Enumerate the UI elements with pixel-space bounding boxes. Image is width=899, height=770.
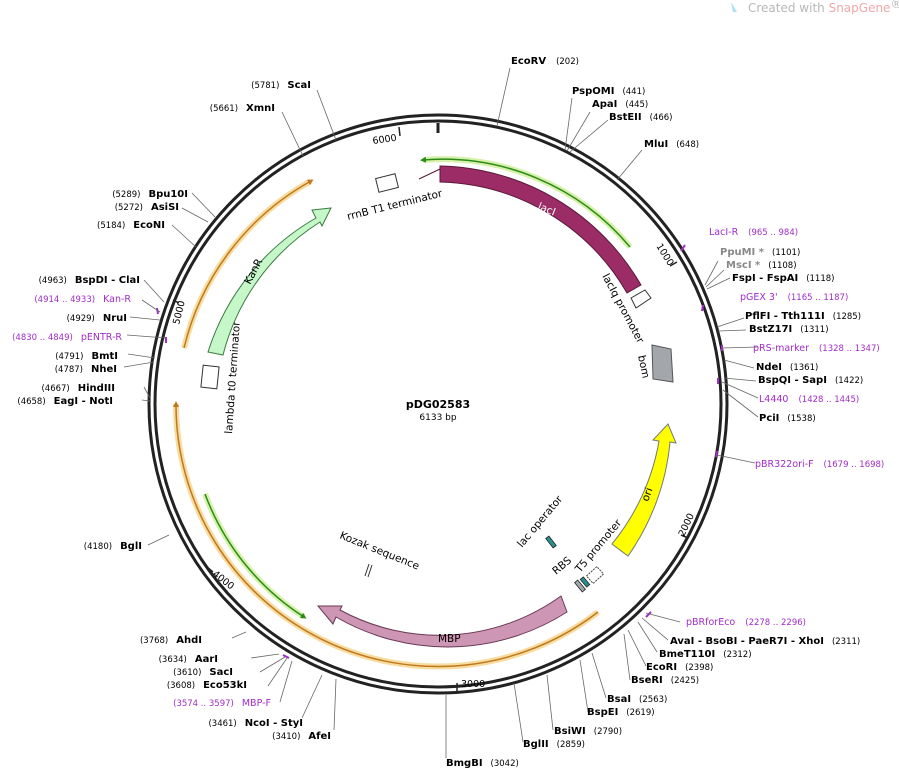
leader-lines xyxy=(123,67,759,758)
site-saci[interactable]: (3610)SacI xyxy=(173,667,233,678)
site-bpu10i[interactable]: (5289)Bpu10I xyxy=(112,189,188,200)
site-ndei[interactable]: NdeI(1361) xyxy=(756,362,818,373)
site-ecori[interactable]: EcoRI(2398) xyxy=(646,662,713,673)
site-bgli[interactable]: (4180)BglI xyxy=(84,541,142,552)
site-hindiii[interactable]: (4667)HindIII xyxy=(41,383,115,394)
site-bspqi[interactable]: BspQI - SapI(1422) xyxy=(758,375,863,386)
site-bseri[interactable]: BseRI(2425) xyxy=(631,675,699,686)
site-ecorv[interactable]: EcoRV(202) xyxy=(511,56,579,67)
site-bsteii[interactable]: BstEII(466) xyxy=(609,112,673,123)
primer-pbr322ori-f[interactable]: pBR322ori-F(1679 .. 1698) xyxy=(755,459,884,470)
site-xmni[interactable]: (5661)XmnI xyxy=(210,103,275,114)
primer-laci-r[interactable]: LacI-R(965 .. 984) xyxy=(709,227,798,238)
site-pspomi[interactable]: PspOMI(441) xyxy=(572,86,645,97)
mbp-feature[interactable] xyxy=(316,595,568,648)
rbs-label: RBS xyxy=(550,554,574,577)
site-bspei[interactable]: BspEI(2619) xyxy=(587,707,655,718)
site-eco53ki[interactable]: (3608)Eco53kI xyxy=(167,680,247,691)
snapgene-logo-icon xyxy=(731,2,737,12)
site-afei[interactable]: (3410)AfeI xyxy=(272,731,331,742)
site-apai[interactable]: ApaI(445) xyxy=(592,99,648,110)
site-nhei[interactable]: (4787)NheI xyxy=(55,364,117,375)
site-mscl[interactable]: MscI *(1108) xyxy=(726,260,797,271)
snapgene-watermark: Created with SnapGene® xyxy=(731,0,899,15)
t5-promoter-feature[interactable] xyxy=(585,565,605,585)
lambda-t0-terminator-feature[interactable] xyxy=(200,364,220,390)
lac-operator-feature[interactable] xyxy=(545,535,557,549)
rbs-feature-2[interactable] xyxy=(579,576,591,588)
laciq-promoter-feature[interactable] xyxy=(630,289,652,309)
ori-label: ori xyxy=(640,486,656,503)
primer-mbp-f[interactable]: (3574 .. 3597)MBP-F xyxy=(173,698,271,709)
kozak-label: Kozak sequence xyxy=(338,530,421,573)
primer-pbrforeco[interactable]: pBRforEco(2278 .. 2296) xyxy=(686,617,806,628)
site-ppumi[interactable]: PpuMI *(1101) xyxy=(720,247,800,258)
backbone-outer-circle xyxy=(147,113,729,695)
primer-pentr-r[interactable]: (4830 .. 4849)pENTR-R xyxy=(12,332,122,343)
site-bsiwi[interactable]: BsiWI(2790) xyxy=(554,726,622,737)
primer-kan-r[interactable]: (4914 .. 4933)Kan-R xyxy=(34,294,131,305)
plasmid-name: pDG02583 xyxy=(406,398,470,411)
site-asisi[interactable]: (5272)AsiSI xyxy=(115,202,179,213)
svg-text:3000: 3000 xyxy=(461,679,485,690)
site-aari[interactable]: (3634)AarI xyxy=(159,654,218,665)
site-eagi[interactable]: (4658)EagI - NotI xyxy=(17,396,113,407)
site-ahdi[interactable]: (3768)AhdI xyxy=(140,635,202,646)
kozak-feature[interactable] xyxy=(364,563,373,578)
plasmid-size: 6133 bp xyxy=(419,413,456,423)
primer-pgex3[interactable]: pGEX 3'(1165 .. 1187) xyxy=(740,292,848,303)
mbp-label: MBP xyxy=(438,633,461,645)
site-bsai[interactable]: BsaI(2563) xyxy=(607,694,667,705)
backbone-inner-circle xyxy=(153,119,723,689)
site-ncoi[interactable]: (3461)NcoI - StyI xyxy=(208,718,303,729)
svg-text:6000: 6000 xyxy=(372,133,397,147)
rbs-feature[interactable] xyxy=(574,579,586,593)
site-bmet110i[interactable]: BmeT110I(2312) xyxy=(659,649,752,660)
bom-feature[interactable] xyxy=(651,344,674,383)
svg-text:Created with SnapGene®: Created with SnapGene® xyxy=(748,0,899,15)
site-bmti[interactable]: (4791)BmtI xyxy=(55,351,118,362)
green-orf-line-left xyxy=(202,492,306,620)
primer-prs-marker[interactable]: pRS-marker(1328 .. 1347) xyxy=(753,343,880,354)
tick-6000: 6000 xyxy=(372,126,401,147)
site-bspdi[interactable]: (4963)BspDI - ClaI xyxy=(39,275,140,286)
site-aval[interactable]: AvaI - BsoBI - PaeR7I - XhoI(2311) xyxy=(670,636,860,647)
site-bstz17i[interactable]: BstZ17I(1311) xyxy=(749,324,829,335)
site-scai[interactable]: (5781)ScaI xyxy=(251,80,311,91)
tick-3000: 3000 xyxy=(456,679,485,692)
ori-feature[interactable] xyxy=(611,423,677,557)
site-bglii[interactable]: BglII(2859) xyxy=(523,739,585,750)
kanr-feature[interactable] xyxy=(207,207,332,356)
site-pcil[interactable]: PciI(1538) xyxy=(759,413,816,424)
laci-feature[interactable] xyxy=(418,165,642,294)
site-pflfi[interactable]: PflFI - Tth111I(1285) xyxy=(745,311,861,322)
site-nrui[interactable]: (4929)NruI xyxy=(67,313,127,324)
orange-orf-line-upper-left xyxy=(181,178,313,349)
site-fspi[interactable]: FspI - FspAI(1118) xyxy=(732,273,834,284)
site-bmgbi[interactable]: BmgBI(3042) xyxy=(446,758,519,769)
bom-label: bom xyxy=(635,354,652,379)
site-econi[interactable]: (5184)EcoNI xyxy=(97,220,165,231)
primer-l4440[interactable]: L4440(1428 .. 1445) xyxy=(759,394,859,405)
site-mlui[interactable]: MluI(648) xyxy=(644,139,699,150)
rrnb-t1-label: rrnB T1 terminator xyxy=(346,187,444,222)
rrnb-t1-terminator-feature[interactable] xyxy=(374,173,400,193)
lac-operator-label: lac operator xyxy=(515,493,566,550)
